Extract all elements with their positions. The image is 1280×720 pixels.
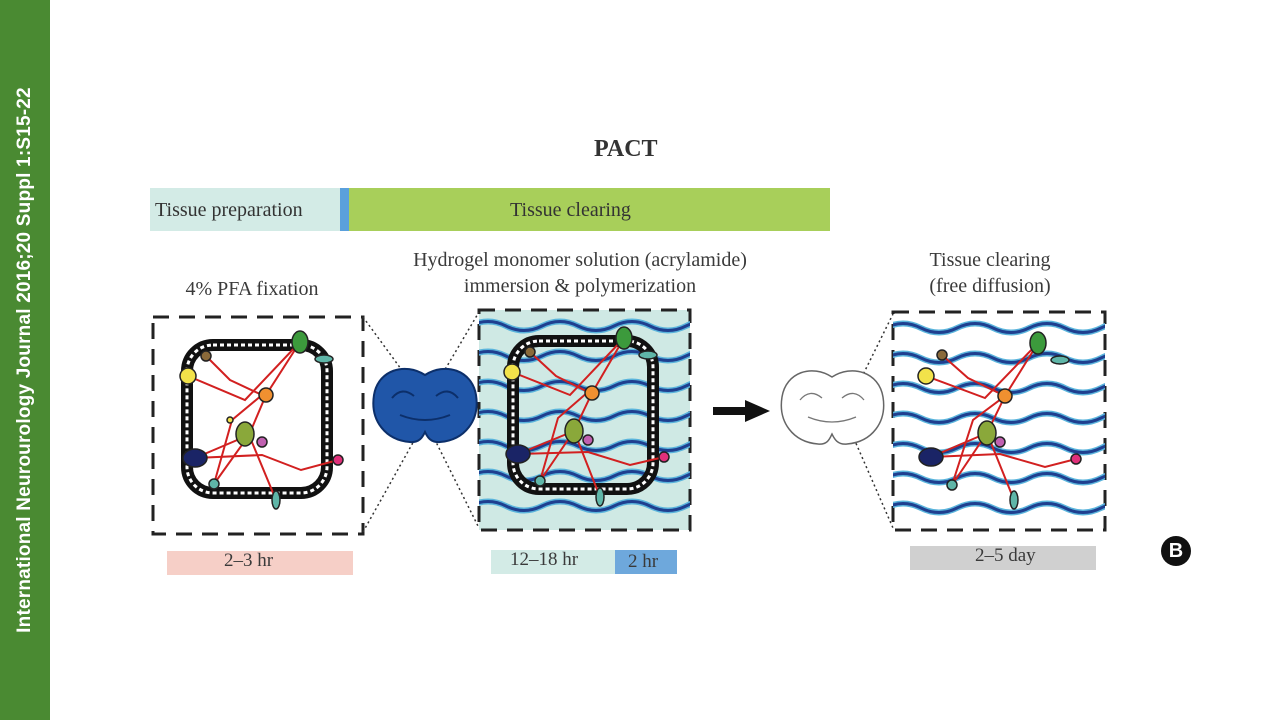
panel-2-frame [477, 308, 692, 532]
step-2-caption-line-1: Hydrogel monomer solution (acrylamide) [413, 249, 747, 271]
duration-bar-hydrogel [491, 550, 615, 574]
journal-sidebar: International Neurourology Journal 2016;… [0, 0, 50, 720]
proteins-3 [917, 331, 1082, 510]
brain-section-fixed-icon [372, 367, 478, 444]
tissue-clearing-label: Tissue clearing [510, 199, 631, 221]
tissue-preparation-bar [150, 188, 340, 231]
panel-label-badge: B [1161, 536, 1191, 566]
figure-title: PACT [594, 136, 658, 162]
tissue-clearing-bar [349, 188, 830, 231]
step-3-caption-line-1: Tissue clearing [929, 249, 1051, 271]
panel-3-frame [891, 310, 1107, 532]
tissue-preparation-label: Tissue preparation [155, 199, 303, 221]
duration-hydrogel: 12–18 hr [510, 549, 579, 570]
hydrogel-waves-3 [893, 320, 1105, 516]
duration-bar-clearing [910, 546, 1096, 570]
panel-1-frame [151, 315, 365, 536]
duration-fixation: 2–3 hr [224, 550, 274, 571]
crosslink-network-1 [187, 341, 339, 501]
proteins-1 [179, 330, 344, 510]
step-3-caption-line-2: (free diffusion) [929, 275, 1051, 297]
proteins-2 [503, 326, 670, 507]
cell-membrane-1 [181, 339, 333, 499]
duration-bar-fixation [167, 551, 353, 575]
step-3-caption: Tissue clearing (free diffusion) [900, 247, 1080, 299]
process-arrow-icon [713, 400, 770, 422]
step-2-caption-line-2: immersion & polymerization [463, 275, 697, 297]
brain-section-cleared-icon [780, 370, 885, 445]
duration-clearing: 2–5 day [975, 545, 1036, 566]
duration-polymerization: 2 hr [628, 551, 659, 572]
step-1-caption: 4% PFA fixation [152, 276, 352, 302]
step-1-caption-line: 4% PFA fixation [185, 278, 319, 300]
phase-divider [340, 188, 349, 231]
duration-bar-polymerization [615, 550, 677, 574]
step-2-caption: Hydrogel monomer solution (acrylamide) i… [370, 247, 790, 299]
